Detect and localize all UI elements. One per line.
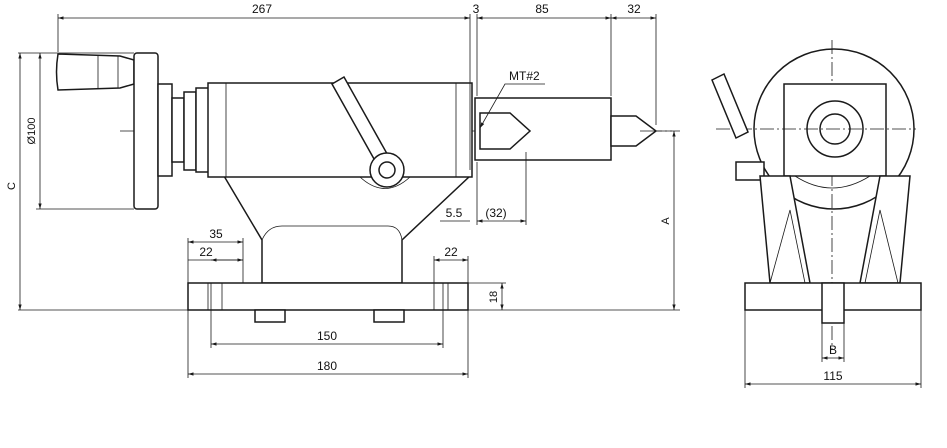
dim-center-extension: 32: [627, 2, 641, 16]
live-center: [610, 115, 658, 147]
end-view: B 115: [711, 40, 922, 388]
handwheel-hub: [157, 83, 173, 177]
dim-handwheel-diameter: Ø100: [26, 118, 38, 145]
support-web: [222, 175, 472, 284]
dim-center-height-total: C: [6, 182, 18, 190]
base-key-right: [373, 309, 405, 323]
dim-quill-extension: 85: [535, 2, 549, 16]
dim-base-thickness: 18: [488, 291, 500, 303]
label-taper: MT#2: [509, 69, 540, 83]
base-plate: [187, 282, 469, 311]
dim-slot-inner-right: 22: [444, 245, 458, 259]
end-key: [821, 282, 845, 324]
dim-base-width: 115: [823, 369, 842, 383]
end-lever-hub: [735, 161, 765, 181]
handwheel-handle: [55, 53, 135, 91]
dim-slot-inner-left: 22: [199, 245, 213, 259]
collar-2: [183, 91, 197, 171]
dim-offset-small: 5.5: [446, 206, 463, 220]
dim-offset-ref: (32): [485, 206, 506, 220]
mt2-center: [479, 112, 532, 150]
end-lever: [711, 72, 749, 140]
dim-slot-spacing: 150: [317, 329, 337, 343]
dim-gap: 3: [473, 2, 480, 16]
dim-key-width: B: [829, 343, 837, 357]
dim-base-length: 180: [317, 359, 337, 373]
base-key-left: [254, 309, 286, 323]
dim-center-height: A: [660, 217, 672, 225]
dim-overall-length: 267: [252, 2, 272, 16]
dim-slot-outer: 35: [209, 227, 223, 241]
side-view: 267 3 85 32 MT#2 Ø100 C A 5.5 (32) 35 22…: [6, 2, 680, 378]
collar: [171, 97, 185, 163]
handwheel-flange: [133, 52, 159, 210]
